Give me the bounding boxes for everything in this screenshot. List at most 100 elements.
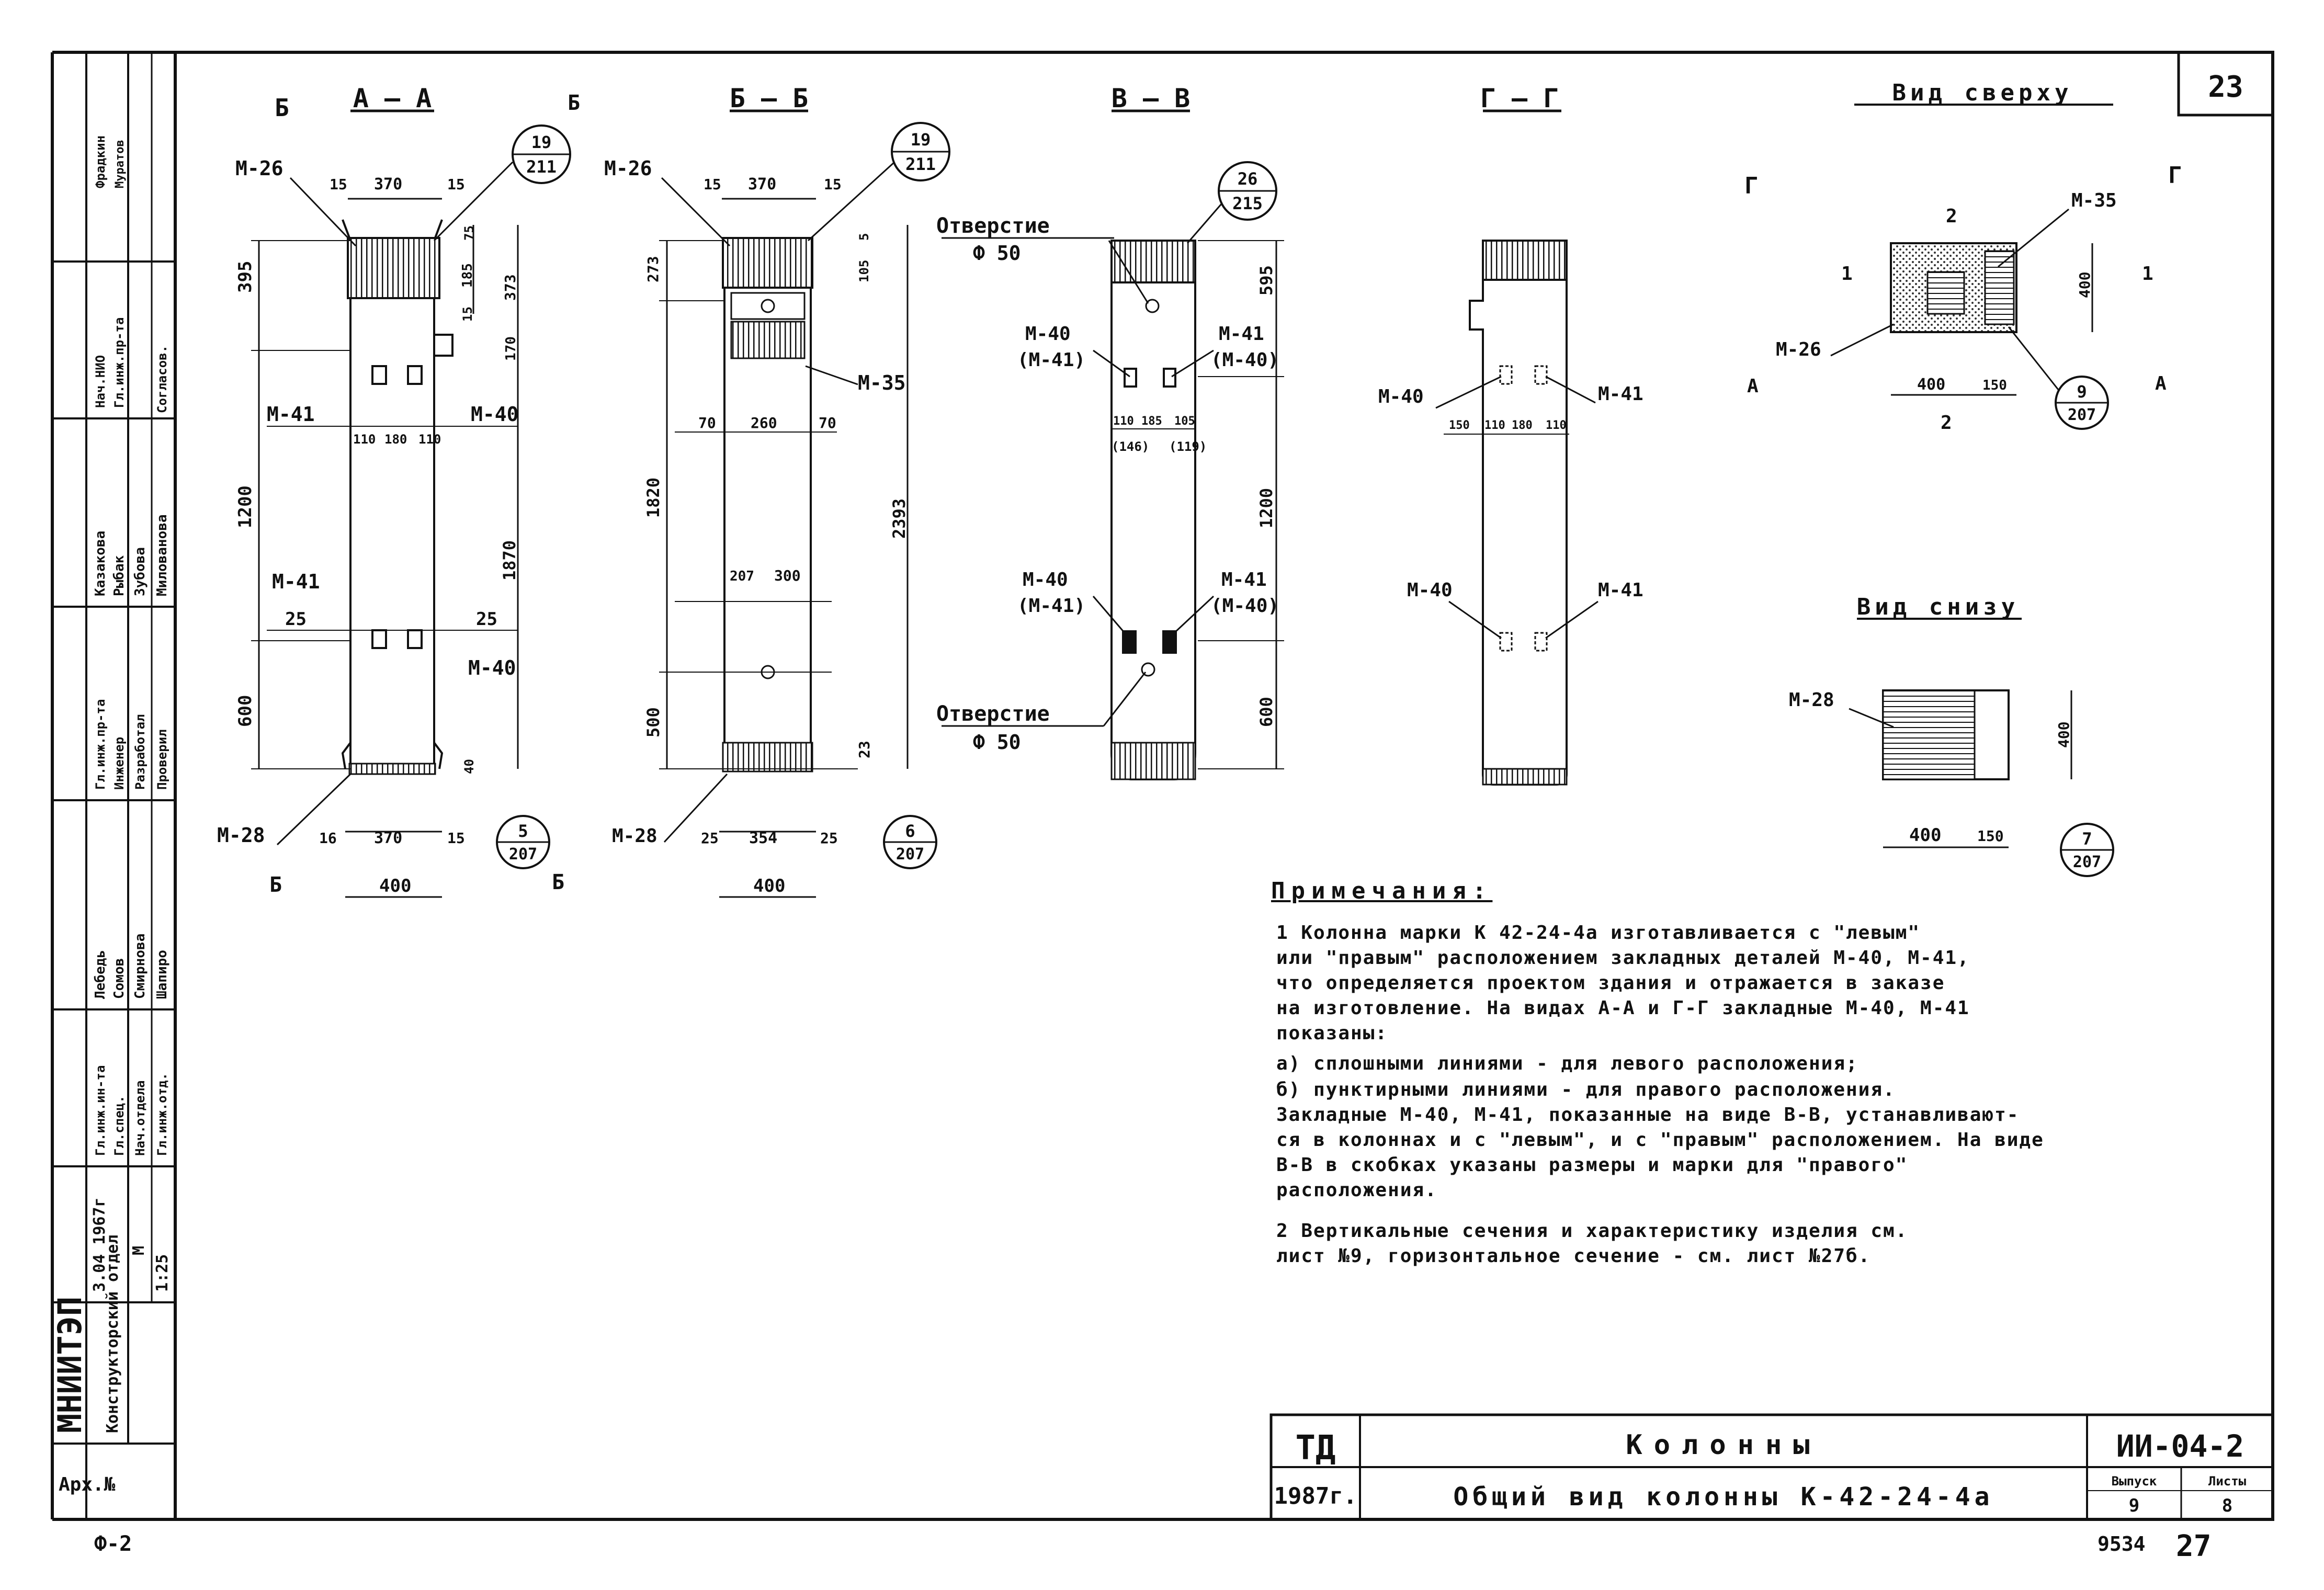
section-gg-title: Г — Г <box>1480 83 1559 113</box>
dim-gg-110a: 110 <box>1484 419 1505 432</box>
dim-aa-1870: 1870 <box>500 540 519 581</box>
label-bb-m35: М-35 <box>858 371 906 394</box>
label-aa-m41-upper: М-41 <box>267 403 315 426</box>
label-top-m35: М-35 <box>2071 190 2117 211</box>
plate-m35-bb <box>730 321 806 359</box>
dim-gg-110b: 110 <box>1546 419 1567 432</box>
bottom-view-title: Вид снизу <box>1857 594 2019 620</box>
label-vv-d50-top: Ф 50 <box>973 242 1021 265</box>
title-block-year: 1987г. <box>1274 1483 1357 1509</box>
dim-bb-15a: 15 <box>704 176 721 193</box>
plate-m40-aa-upper <box>407 365 423 385</box>
stamp-row-12: Муратов <box>114 140 127 188</box>
dim-gg-180: 180 <box>1512 419 1533 432</box>
callout-bb-top-sheet: 211 <box>905 154 936 174</box>
top-view-mark-left: Г <box>1744 173 1759 199</box>
plate-m26-vv <box>1110 240 1196 283</box>
dim-aa-180: 180 <box>384 432 407 447</box>
label-aa-m41-lower: М-41 <box>272 570 320 593</box>
dim-bb-500: 500 <box>643 707 663 737</box>
section-v-v: В — В Отверстие Ф 50 М-40 (М-41) М-41 (М… <box>936 83 1284 780</box>
title-block-issue: 9 <box>2129 1495 2139 1516</box>
dim-aa-170: 170 <box>503 336 519 361</box>
dim-vv-600: 600 <box>1256 697 1276 727</box>
label-gg-m41-lower: М-41 <box>1598 580 1643 601</box>
stamp-scale: 1:25 <box>153 1254 172 1292</box>
dim-vv-1200: 1200 <box>1256 488 1276 528</box>
dim-aa-373: 373 <box>502 274 519 301</box>
top-view-mark-1-left: 1 <box>1841 263 1853 285</box>
label-vv-m40p-upper: (М-40) <box>1211 349 1279 371</box>
dim-top-150: 150 <box>1982 378 2007 393</box>
label-vv-m41p-lower: (М-41) <box>1017 595 1085 617</box>
title-block-code: ИИ-04-2 <box>2116 1428 2244 1464</box>
section-mark-aa-bottom-right: Б <box>552 870 564 894</box>
section-vv-title: В — В <box>1112 83 1191 113</box>
stamp-org: МНИИТЭП <box>51 1297 89 1433</box>
dim-bb-207: 207 <box>730 569 754 584</box>
corner-page-number: 27 <box>2176 1529 2211 1563</box>
plate-m26-bb <box>722 237 813 289</box>
callout-top-sheet: 207 <box>2068 406 2096 424</box>
dim-vv-595: 595 <box>1256 265 1276 296</box>
note-1-line-1: или "правым" расположением закладных дет… <box>1276 947 1970 969</box>
section-bb-title: Б — Б <box>730 83 809 113</box>
plate-m40-aa-lower <box>407 629 423 649</box>
dim-aa-15b: 15 <box>447 176 465 193</box>
dim-bb-70a: 70 <box>698 414 716 431</box>
top-view-mark-2-top: 2 <box>1946 206 1957 227</box>
label-gg-m41-upper: М-41 <box>1598 383 1643 405</box>
note-a: а) сплошными линиями - для левого распол… <box>1276 1053 1858 1074</box>
callout-bb-bottom-num: 6 <box>905 821 915 841</box>
sheet-number: 23 <box>2208 70 2243 104</box>
bottom-view: Вид снизу М-28 400 400 150 7 207 <box>1789 594 2114 877</box>
label-vv-m40-upper: М-40 <box>1025 323 1071 345</box>
label-bb-m26: М-26 <box>604 157 652 180</box>
dim-vv-110: 110 <box>1113 415 1134 428</box>
label-vv-m41-upper: М-41 <box>1219 323 1264 345</box>
label-vv-hole-top: Отверстие <box>936 214 1050 238</box>
dim-vv-185: 185 <box>1141 415 1162 428</box>
stamp-name-2: Смирнова <box>132 934 148 999</box>
stamp-row-6: Разработал <box>133 714 148 790</box>
dim-aa-110a: 110 <box>353 432 376 447</box>
stamp-row-8: Согласов. <box>155 345 169 413</box>
note-1-line-4: показаны: <box>1276 1023 1388 1044</box>
section-aa-title: А — А <box>353 83 432 113</box>
stamp-row-3: Гл.инж.отд. <box>155 1073 169 1156</box>
label-vv-m40-lower: М-40 <box>1023 569 1068 590</box>
dim-aa-395: 395 <box>235 261 256 293</box>
stamp-row-11: Фрадкин <box>93 135 108 188</box>
top-view-mark-a-right: А <box>2155 373 2167 394</box>
dim-bb-70b: 70 <box>819 414 836 431</box>
dim-aa-185: 185 <box>460 263 475 288</box>
dim-bb-1820: 1820 <box>643 478 663 518</box>
stamp-row-1: Гл.спец. <box>112 1095 127 1156</box>
note-b-line-4: расположения. <box>1276 1179 1437 1201</box>
dim-top-400h: 400 <box>2076 271 2093 298</box>
dim-aa-600: 600 <box>235 695 256 727</box>
stamp-archive: Арх.№ <box>59 1474 116 1495</box>
dim-aa-15: 15 <box>460 306 475 322</box>
stamp-name-7: Милованова <box>154 514 170 596</box>
top-view-mark-right: Г <box>2168 162 2182 189</box>
stamp-name-3: Шапиро <box>154 950 170 999</box>
dim-vv-146: (146) <box>1112 439 1149 454</box>
dim-gg-150: 150 <box>1449 419 1470 432</box>
title-block-title: Колонны <box>1626 1429 1821 1461</box>
dim-bb-b25a: 25 <box>701 830 719 847</box>
label-gg-m40-lower: М-40 <box>1407 580 1453 601</box>
top-view-mark-a-left: А <box>1747 376 1759 397</box>
dim-bottom-150: 150 <box>1977 827 2004 845</box>
dim-bottom-400w: 400 <box>1909 825 1941 846</box>
dim-aa-15a: 15 <box>330 176 347 193</box>
label-vv-m40p-lower: (М-40) <box>1211 595 1279 617</box>
dim-bb-2393: 2393 <box>889 498 909 539</box>
dim-aa-25b: 25 <box>476 609 497 630</box>
callout-top-num: 9 <box>2077 382 2087 402</box>
title-block-org: ТД <box>1295 1429 1335 1468</box>
plate-m28-vv <box>1110 742 1196 780</box>
plate-m28-bottom <box>1882 689 1976 780</box>
plate-m26-aa <box>347 237 440 299</box>
